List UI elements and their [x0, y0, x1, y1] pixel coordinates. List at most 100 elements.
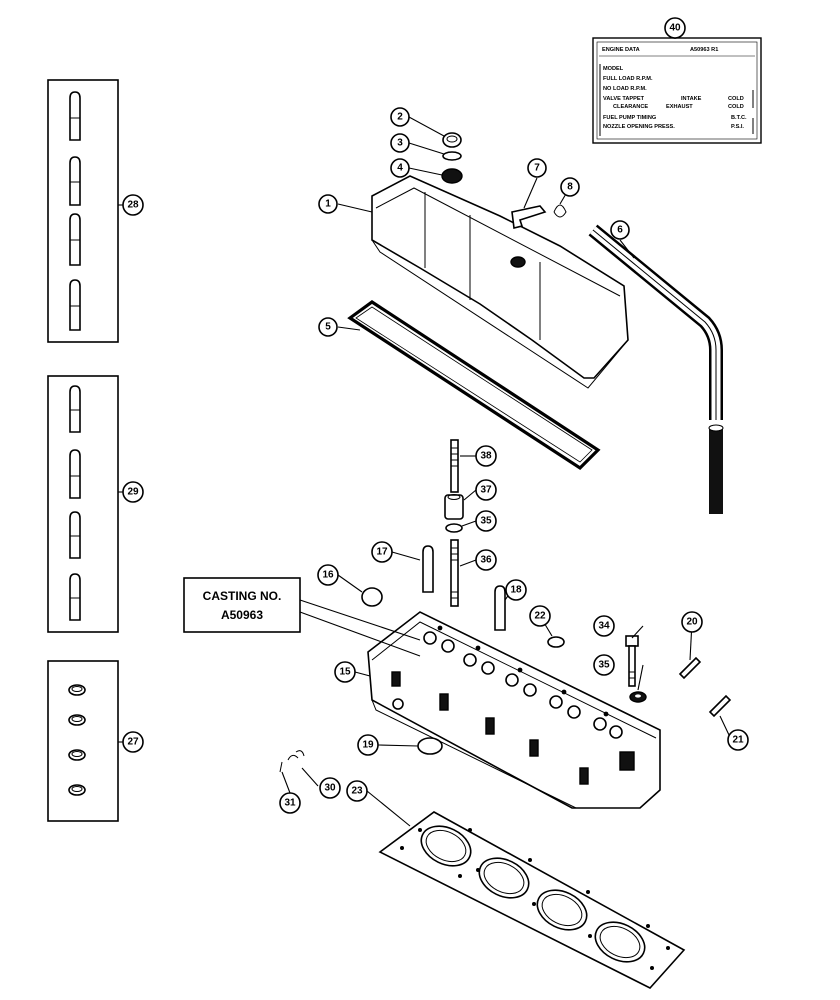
engine-data-row-label: VALVE TAPPET — [603, 96, 645, 102]
callout-28: 28 — [122, 194, 144, 216]
svg-text:22: 22 — [534, 611, 546, 622]
dowel-17 — [422, 545, 434, 593]
cover-nut — [442, 132, 462, 148]
long-stud-38 — [450, 439, 459, 493]
engine-data-row-label: FULL LOAD R.P.M. — [603, 76, 653, 82]
leader-lines — [118, 116, 730, 827]
callout-40: 40 — [664, 17, 686, 39]
washer-35-bolt — [629, 691, 647, 703]
callout-29: 29 — [122, 481, 144, 503]
callout-1: 1 — [318, 194, 338, 214]
svg-text:20: 20 — [686, 617, 698, 628]
engine-data-row-value: INTAKE — [681, 96, 702, 102]
callout-4: 4 — [390, 158, 410, 178]
svg-text:5: 5 — [325, 322, 331, 333]
callout-22: 22 — [529, 605, 551, 627]
callout-38: 38 — [475, 445, 497, 467]
engine-data-code: A50963 R1 — [690, 47, 718, 53]
callout-27: 27 — [122, 731, 144, 753]
plug-16 — [361, 587, 383, 607]
pin-31 — [279, 761, 283, 773]
fitting-30 — [287, 750, 305, 761]
svg-text:7: 7 — [534, 163, 540, 174]
plug-22 — [547, 636, 565, 648]
casting-label-line1: CASTING NO. — [203, 589, 282, 603]
svg-text:16: 16 — [322, 570, 334, 581]
hose-clamp — [553, 204, 567, 218]
engine-data-row-label: NO LOAD R.P.M. — [603, 86, 647, 92]
svg-text:8: 8 — [567, 182, 573, 193]
svg-text:15: 15 — [339, 667, 351, 678]
callout-20: 20 — [681, 611, 703, 633]
svg-text:21: 21 — [732, 735, 744, 746]
callout-5: 5 — [318, 317, 338, 337]
svg-text:4: 4 — [397, 163, 403, 174]
bolt-34 — [625, 635, 639, 687]
engine-data-row-value: P.S.I. — [731, 124, 744, 130]
engine-data-row-value: COLD — [728, 104, 744, 110]
callout-19: 19 — [357, 734, 379, 756]
stud-21 — [708, 694, 732, 718]
stud-20 — [678, 656, 702, 680]
cylinder-head — [367, 611, 661, 809]
callout-31: 31 — [279, 792, 301, 814]
casting-label: CASTING NO. A50963 — [183, 577, 421, 657]
svg-text:2: 2 — [397, 112, 403, 123]
svg-text:18: 18 — [510, 585, 522, 596]
callout-6: 6 — [610, 220, 630, 240]
svg-text:34: 34 — [598, 621, 610, 632]
svg-text:40: 40 — [669, 23, 681, 34]
breather-tube — [588, 224, 724, 514]
cover-grommet — [441, 168, 463, 184]
callout-35-bolt: 35 — [593, 654, 615, 676]
engine-data-row-value: B.T.C. — [731, 115, 747, 121]
callout-16: 16 — [317, 564, 339, 586]
callout-36: 36 — [475, 549, 497, 571]
svg-text:37: 37 — [480, 485, 492, 496]
svg-text:36: 36 — [480, 555, 492, 566]
valve-cover — [371, 175, 629, 389]
valve-seat-panel-27 — [47, 660, 119, 822]
svg-text:1: 1 — [325, 199, 331, 210]
callout-17: 17 — [371, 541, 393, 563]
spacer-37 — [444, 494, 464, 520]
valve-guide-panel-28 — [47, 79, 119, 343]
svg-text:38: 38 — [480, 451, 492, 462]
valve-cover-gasket — [347, 300, 601, 471]
svg-text:35: 35 — [598, 660, 610, 671]
washer-35-top — [445, 523, 463, 533]
cover-washer — [442, 151, 462, 161]
engine-data-row-value: COLD — [728, 96, 744, 102]
callout-21: 21 — [727, 729, 749, 751]
svg-text:31: 31 — [284, 798, 296, 809]
engine-data-plate: ENGINE DATA A50963 R1 MODEL FULL LOAD R.… — [592, 37, 762, 144]
svg-text:29: 29 — [127, 487, 139, 498]
callout-18: 18 — [505, 579, 527, 601]
callout-2: 2 — [390, 107, 410, 127]
callout-30: 30 — [319, 777, 341, 799]
engine-data-row-label: CLEARANCE — [613, 104, 648, 110]
callout-37: 37 — [475, 479, 497, 501]
svg-text:28: 28 — [127, 200, 139, 211]
breather-elbow — [511, 205, 547, 229]
stud-36 — [450, 539, 459, 607]
svg-text:27: 27 — [127, 737, 139, 748]
head-gasket — [378, 811, 686, 989]
engine-data-row-label: MODEL — [603, 66, 624, 72]
svg-text:3: 3 — [397, 138, 403, 149]
callout-7: 7 — [527, 158, 547, 178]
engine-data-row-label: NOZZLE OPENING PRESS. — [603, 124, 675, 130]
engine-data-row-value: EXHAUST — [666, 104, 693, 110]
svg-text:6: 6 — [617, 225, 623, 236]
callout-15: 15 — [334, 661, 356, 683]
callout-35: 35 — [475, 510, 497, 532]
callout-8: 8 — [560, 177, 580, 197]
dowel-18 — [494, 585, 506, 631]
valve-guide-panel-29 — [47, 375, 119, 633]
svg-text:19: 19 — [362, 740, 374, 751]
svg-text:17: 17 — [376, 547, 388, 558]
svg-text:35: 35 — [480, 516, 492, 527]
svg-text:23: 23 — [351, 786, 363, 797]
casting-label-line2: A50963 — [221, 608, 263, 622]
